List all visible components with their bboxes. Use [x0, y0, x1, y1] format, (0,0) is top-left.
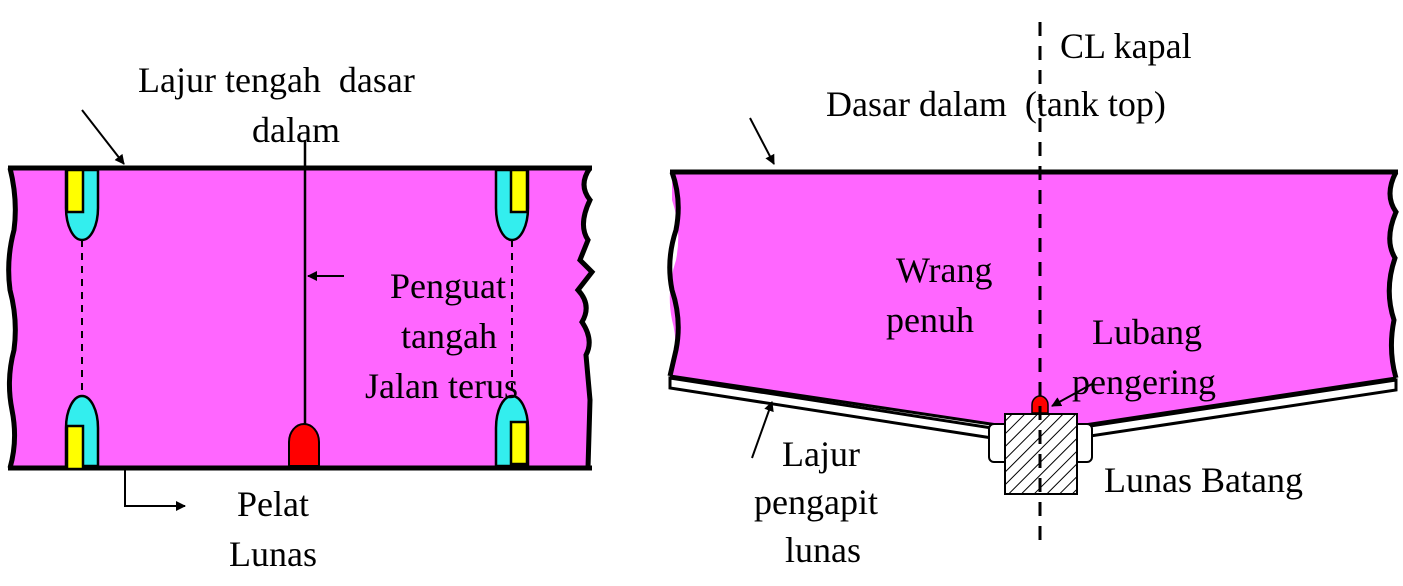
floor-right-broken-edge [1386, 170, 1399, 379]
right-broken-edge [574, 166, 596, 469]
label-floor-line1: Wrang [896, 250, 993, 290]
label-drain-hole-line1: Lubang [1092, 312, 1202, 352]
arrow-to-inner-bottom-left [81, 109, 125, 165]
label-bar-keel: Lunas Batang [1104, 460, 1303, 500]
label-stiffener-line1: Penguat [390, 266, 506, 306]
label-floor-line2: penuh [886, 300, 974, 340]
floor-bottom-edge-right [1077, 376, 1397, 428]
arrow-to-tank-top [749, 117, 775, 165]
label-garboard-line1: Lajur [782, 434, 860, 474]
floor-left-broken-edge [667, 171, 681, 377]
arrow-to-keel-plate [124, 470, 186, 511]
label-garboard-line2: pengapit [754, 482, 878, 522]
floor-bottom-edge-left [669, 374, 1005, 428]
label-keel-plate-line1: Pelat [237, 484, 309, 524]
label-center-girder-line2: dalam [252, 110, 340, 150]
label-drain-hole-line2: pengering [1072, 362, 1216, 402]
label-keel-plate-line2: Lunas [229, 534, 317, 574]
left-diagram-center-girder: Lajur tengah dasar dalam Penguat tangah … [6, 60, 596, 574]
drain-hole-left [288, 423, 320, 467]
stiffener-bottom-left [65, 424, 85, 471]
label-center-girder-line1: Lajur tengah dasar [138, 60, 415, 100]
stiffener-top-right [509, 168, 529, 214]
left-broken-edge [6, 167, 18, 469]
right-diagram-full-floor: CL kapal Dasar dalam (tank top) Wrang pe… [667, 22, 1399, 570]
center-girder-web-plate [8, 168, 592, 468]
arrow-to-garboard-strake [751, 401, 774, 459]
label-stiffener-line2: tangah [401, 316, 497, 356]
stiffener-top-left [65, 168, 85, 214]
arrow-to-drain-hole [1051, 383, 1093, 407]
floor-plate [669, 172, 1396, 426]
label-garboard-line3: lunas [785, 530, 861, 570]
stiffener-bottom-right [509, 420, 529, 466]
label-inner-bottom: Dasar dalam (tank top) [826, 84, 1166, 124]
label-centerline: CL kapal [1060, 26, 1192, 66]
label-stiffener-line3: Jalan terus [365, 366, 518, 406]
drain-hole-right [1031, 395, 1049, 414]
